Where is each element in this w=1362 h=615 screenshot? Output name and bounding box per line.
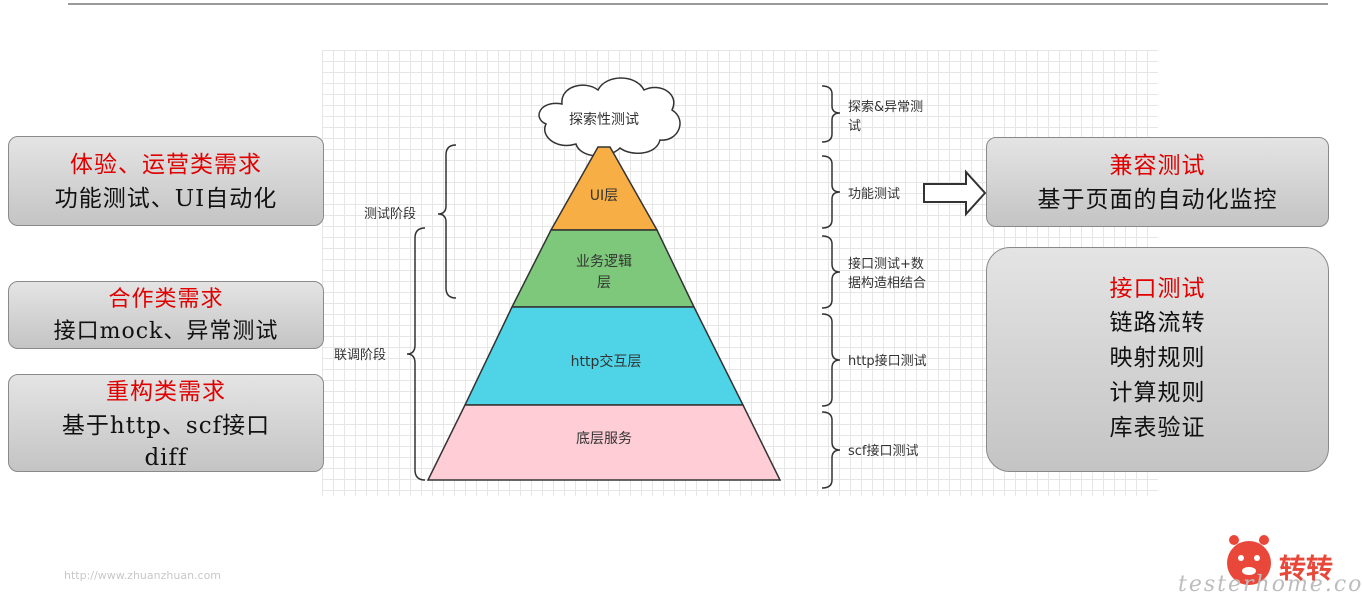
right-box-api-testing: 接口测试 链路流转 映射规则 计算规则 库表验证 xyxy=(986,247,1329,472)
right-box-compatibility: 兼容测试 基于页面的自动化监控 xyxy=(986,137,1329,227)
right-label-exploratory-1: 探索&异常测 xyxy=(848,100,923,115)
zhuanzhuan-logo-text: 转转 xyxy=(1279,554,1333,585)
right-box-compatibility-title: 兼容测试 xyxy=(1109,153,1206,179)
right-label-exploratory-2: 试 xyxy=(848,119,861,134)
right-box-api-line-2: 映射规则 xyxy=(1109,345,1206,371)
layer-base-label: 底层服务 xyxy=(576,431,632,447)
right-box-api-line-1: 链路流转 xyxy=(1109,310,1206,336)
right-brace-scf-api xyxy=(821,411,841,489)
right-brace-exploratory xyxy=(821,85,841,143)
left-box-refactor-title: 重构类需求 xyxy=(106,379,226,405)
left-box-cooperation-title: 合作类需求 xyxy=(108,287,224,312)
right-brace-api-data xyxy=(821,235,841,309)
watermark-url: http://www.zhuanzhuan.com xyxy=(64,569,222,582)
arrow-to-compat-box xyxy=(923,169,987,217)
right-box-api-line-4: 库表验证 xyxy=(1109,415,1206,441)
right-label-http-api: http接口测试 xyxy=(848,353,927,369)
integration-phase-label: 联调阶段 xyxy=(334,348,386,363)
right-brace-functional xyxy=(821,155,841,229)
test-phase-brace xyxy=(437,144,457,299)
left-box-cooperation: 合作类需求 接口mock、异常测试 xyxy=(8,281,324,349)
integration-phase-brace xyxy=(406,227,426,481)
cloud-label: 探索性测试 xyxy=(569,111,639,128)
left-box-refactor-line-1: 基于http、scf接口 xyxy=(61,413,271,439)
left-box-experience-line: 功能测试、UI自动化 xyxy=(54,186,278,212)
right-brace-http-api xyxy=(821,313,841,407)
left-box-cooperation-line: 接口mock、异常测试 xyxy=(53,319,279,344)
right-label-api-data-1: 接口测试+数 xyxy=(848,256,924,272)
layer-business-label-1: 业务逻辑 xyxy=(576,254,632,270)
right-box-compatibility-line: 基于页面的自动化监控 xyxy=(1037,187,1278,213)
left-box-experience: 体验、运营类需求 功能测试、UI自动化 xyxy=(8,136,324,226)
exploratory-testing-cloud: 探索性测试 xyxy=(538,77,681,157)
layer-http-label: http交互层 xyxy=(571,353,642,370)
layer-base-service xyxy=(426,404,782,481)
layer-business-label-2: 层 xyxy=(597,275,611,291)
zhuanzhuan-logo-icon xyxy=(1227,535,1271,585)
right-label-functional: 功能测试 xyxy=(848,187,900,202)
right-box-api-title: 接口测试 xyxy=(1109,276,1206,302)
left-box-refactor: 重构类需求 基于http、scf接口 diff xyxy=(8,374,324,472)
watermark-testerhome: testerhome.com xyxy=(1178,572,1362,597)
left-box-refactor-line-2: diff xyxy=(144,445,188,471)
right-box-api-line-3: 计算规则 xyxy=(1109,380,1206,406)
left-box-experience-title: 体验、运营类需求 xyxy=(70,152,262,178)
test-phase-label: 测试阶段 xyxy=(364,207,416,222)
right-label-scf-api: scf接口测试 xyxy=(848,443,919,459)
right-label-api-data-2: 据构造相结合 xyxy=(848,276,926,291)
layer-ui-label: UI层 xyxy=(590,188,618,204)
top-divider-line xyxy=(68,3,1328,5)
